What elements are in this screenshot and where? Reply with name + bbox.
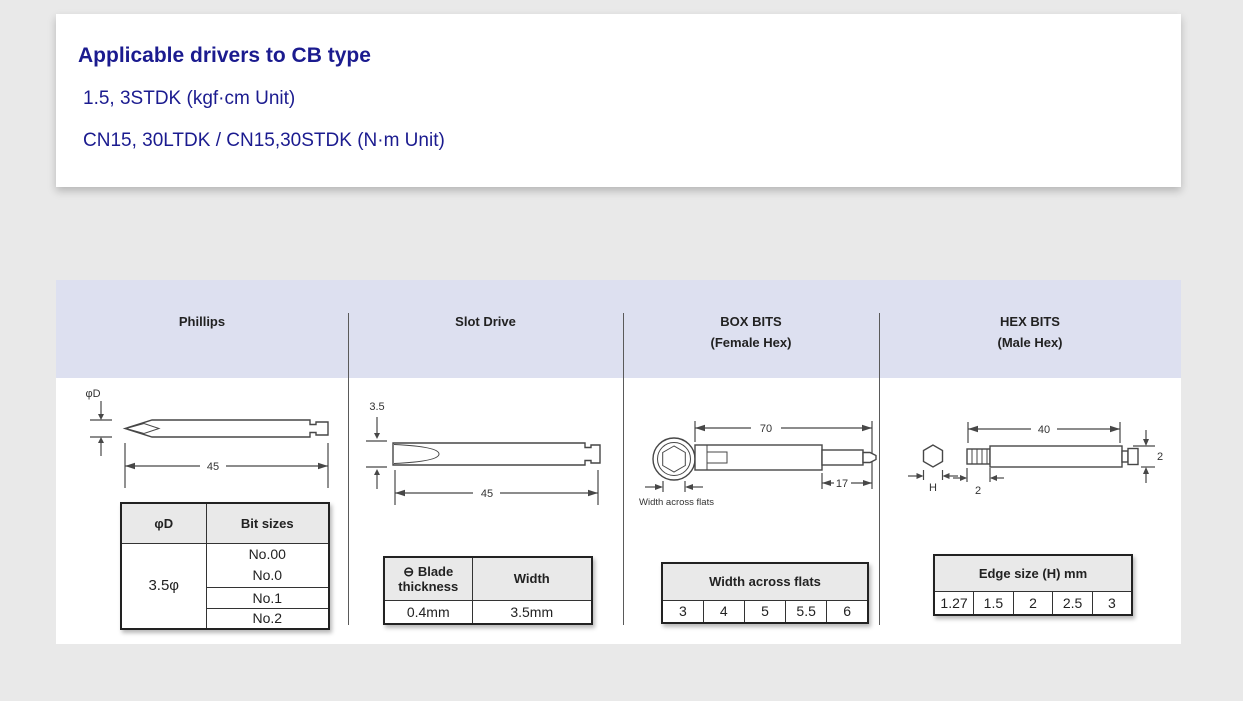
table-row: 3.5φ No.00 No.0 bbox=[120, 542, 330, 630]
hex-size-value: 2 bbox=[1012, 590, 1054, 616]
column-divider bbox=[623, 313, 624, 625]
bit-types-panel: Phillips Slot Drive BOX BITS (Female Hex… bbox=[56, 280, 1181, 644]
hex-tip-length-dimension: 2 bbox=[975, 485, 981, 497]
phillips-diameter-label: φD bbox=[85, 388, 100, 400]
phillips-bit-diagram: φD 45 bbox=[85, 388, 329, 488]
driver-model-line-1: 1.5, 3STDK (kgf·cm Unit) bbox=[83, 88, 296, 109]
box-bits-diagram: Width across flats 70 17 bbox=[639, 421, 877, 508]
column-header-box-bits: BOX BITS (Female Hex) bbox=[710, 314, 792, 350]
column-header-phillips: Phillips bbox=[178, 314, 226, 329]
box-size-value: 5.5 bbox=[785, 599, 828, 624]
hex-edge-size-label: H bbox=[929, 482, 937, 494]
table-row: 0.4mm 3.5mm bbox=[383, 599, 593, 625]
page-title: Applicable drivers to CB type bbox=[78, 44, 371, 67]
box-spec-table: Width across flats 3 4 5 5.5 6 bbox=[661, 562, 869, 624]
slot-width-value: 3.5mm bbox=[471, 599, 593, 625]
box-size-value: 3 bbox=[661, 599, 704, 624]
phillips-size-cell: No.1 bbox=[205, 586, 330, 609]
hex-bits-diagram: H 40 2 2 bbox=[908, 422, 1163, 497]
hex-shaft-tip bbox=[1127, 447, 1139, 466]
phillips-cross-tip bbox=[124, 422, 161, 435]
hex-size-value: 1.27 bbox=[933, 590, 975, 616]
phillips-spec-table: φD Bit sizes 3.5φ No.00 No.0 No.1 No.2 bbox=[120, 502, 330, 630]
phillips-size-cell: No.00 No.0 bbox=[205, 542, 330, 588]
box-socket-depth bbox=[706, 451, 728, 464]
hex-size-value: 1.5 bbox=[973, 590, 1014, 616]
box-hex-socket bbox=[662, 445, 686, 473]
panel-header-band: Phillips Slot Drive BOX BITS (Female Hex… bbox=[56, 280, 1181, 378]
box-size-value: 6 bbox=[826, 599, 869, 624]
box-length-dimension: 70 bbox=[760, 423, 772, 435]
column-divider bbox=[348, 313, 349, 625]
hex-length-dimension: 40 bbox=[1038, 424, 1050, 436]
box-shaft bbox=[821, 449, 864, 466]
slot-bit-outline bbox=[392, 442, 601, 466]
hex-edge-size-header: Edge size (H) mm bbox=[933, 554, 1133, 592]
table-header-row: Width across flats bbox=[661, 562, 869, 601]
hex-spec-table: Edge size (H) mm 1.27 1.5 2 2.5 3 bbox=[933, 554, 1133, 616]
column-header-slot-drive: Slot Drive bbox=[455, 314, 516, 329]
table-row: 3 4 5 5.5 6 bbox=[661, 599, 869, 624]
slot-thickness-value: 0.4mm bbox=[383, 599, 473, 625]
table-header-row: φD Bit sizes bbox=[120, 502, 330, 544]
table-header-row: Edge size (H) mm bbox=[933, 554, 1133, 592]
phillips-length-dimension: 45 bbox=[207, 461, 219, 473]
hex-dia-dimension: 2 bbox=[1157, 451, 1163, 463]
box-shaft-tip bbox=[862, 451, 877, 464]
table-header-row: ⊖ Blade thickness Width bbox=[383, 556, 593, 601]
slot-drive-diagram: 3.5 45 bbox=[366, 401, 601, 505]
hex-end-view bbox=[922, 444, 944, 468]
box-size-value: 4 bbox=[702, 599, 745, 624]
hex-body bbox=[989, 445, 1123, 468]
box-body bbox=[694, 444, 823, 471]
slot-width-header: Width bbox=[471, 556, 593, 601]
box-end-view-outer bbox=[652, 437, 696, 481]
hex-size-value: 2.5 bbox=[1052, 590, 1093, 616]
hex-size-value: 3 bbox=[1091, 590, 1133, 616]
slot-length-dimension: 45 bbox=[481, 488, 493, 500]
box-flats-label: Width across flats bbox=[639, 497, 714, 508]
header-card: Applicable drivers to CB type 1.5, 3STDK… bbox=[56, 14, 1181, 187]
driver-model-line-2: CN15, 30LTDK / CN15,30STDK (N·m Unit) bbox=[83, 130, 445, 151]
column-header-hex-bits: HEX BITS (Male Hex) bbox=[997, 314, 1063, 350]
table-row: No.2 bbox=[121, 607, 330, 630]
slot-symbol-icon: ⊖ bbox=[403, 563, 415, 579]
phillips-dia-header: φD bbox=[120, 502, 207, 544]
box-size-value: 5 bbox=[743, 599, 787, 624]
phillips-size-cell: No.2 bbox=[205, 607, 330, 630]
slot-blade-curve bbox=[393, 444, 440, 464]
phillips-dia-value: 3.5φ bbox=[120, 542, 207, 630]
phillips-bit-outline bbox=[122, 419, 329, 438]
slot-thickness-dimension: 3.5 bbox=[369, 401, 384, 413]
box-tip-length-dimension: 17 bbox=[836, 478, 848, 490]
column-divider bbox=[879, 313, 880, 625]
slot-spec-table: ⊖ Blade thickness Width 0.4mm 3.5mm bbox=[383, 556, 593, 625]
table-row: 1.27 1.5 2 2.5 3 bbox=[933, 590, 1133, 616]
box-flats-header: Width across flats bbox=[661, 562, 869, 601]
phillips-sizes-header: Bit sizes bbox=[205, 502, 330, 544]
slot-thickness-header: ⊖ Blade thickness bbox=[383, 556, 473, 601]
